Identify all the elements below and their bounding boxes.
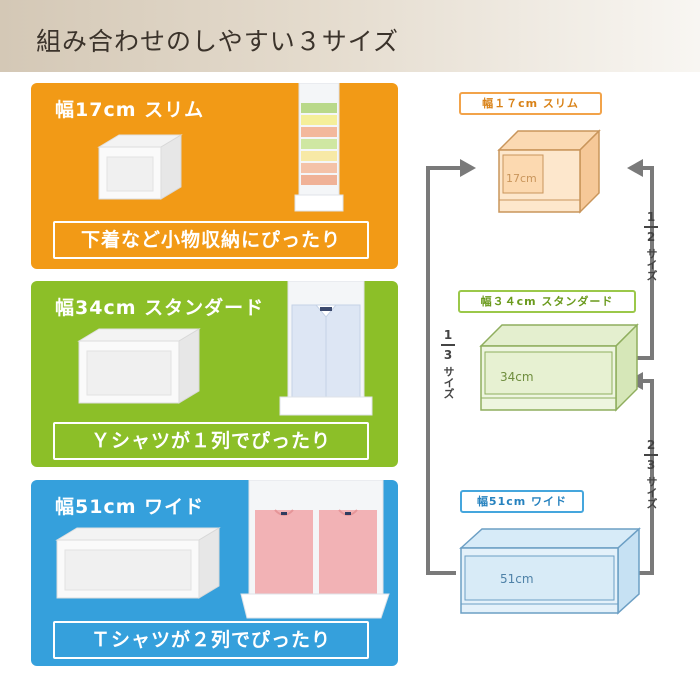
wide-box-size: 51cm <box>500 572 534 586</box>
standard-drawer-shirt-photo <box>279 281 373 416</box>
panel-slim: 幅17cm スリム 下着など小物収納にぴったり <box>31 83 398 269</box>
panel-slim-title: 幅17cm スリム <box>55 99 205 121</box>
page-title: 組み合わせのしやすい３サイズ <box>36 27 400 56</box>
wide-size-label: 幅51cm ワイド <box>460 490 584 513</box>
fraction-suffix: サイズ <box>645 248 658 281</box>
two-thirds-size-fraction: 2 3 サイズ <box>641 438 661 509</box>
fraction-bar <box>441 344 455 346</box>
fraction-suffix: サイズ <box>645 476 658 509</box>
panel-wide-title: 幅51cm ワイド <box>55 496 205 518</box>
header-bar: 組み合わせのしやすい３サイズ <box>0 0 700 72</box>
fraction-suffix: サイズ <box>442 366 455 399</box>
fraction-numerator: 2 <box>646 438 656 452</box>
standard-drawer-photo <box>77 328 201 404</box>
wide-box-icon <box>459 527 641 615</box>
standard-size-label: 幅３４cm スタンダード <box>458 290 636 313</box>
standard-box-size: 34cm <box>500 370 534 384</box>
fraction-numerator: 1 <box>646 210 656 224</box>
panel-standard: 幅34cm スタンダード Ｙシャツが１列でぴったり <box>31 281 398 467</box>
wide-drawer-tshirt-photo <box>240 480 390 619</box>
fraction-numerator: 1 <box>443 328 453 342</box>
third-size-fraction: 1 3 サイズ <box>438 328 458 399</box>
slim-box-icon <box>497 129 601 214</box>
panel-slim-caption: 下着など小物収納にぴったり <box>53 221 369 259</box>
fraction-bar <box>644 454 658 456</box>
panel-standard-title: 幅34cm スタンダード <box>55 297 265 319</box>
panel-standard-caption: Ｙシャツが１列でぴったり <box>53 422 369 460</box>
panel-wide-caption: Ｔシャツが２列でぴったり <box>53 621 369 659</box>
slim-box-size: 17cm <box>506 172 537 185</box>
slim-drawer-open-photo <box>294 83 344 212</box>
fraction-bar <box>644 226 658 228</box>
wide-drawer-photo <box>55 527 221 599</box>
standard-box-icon <box>479 323 639 412</box>
fraction-denominator: 3 <box>646 458 656 472</box>
panel-wide: 幅51cm ワイド Ｔシャツが２列でぴったり <box>31 480 398 666</box>
half-size-fraction: 1 2 サイズ <box>641 210 661 281</box>
slim-size-label: 幅１７cm スリム <box>459 92 602 115</box>
fraction-denominator: 2 <box>646 230 656 244</box>
slim-drawer-photo <box>97 134 183 200</box>
fraction-denominator: 3 <box>443 348 453 362</box>
